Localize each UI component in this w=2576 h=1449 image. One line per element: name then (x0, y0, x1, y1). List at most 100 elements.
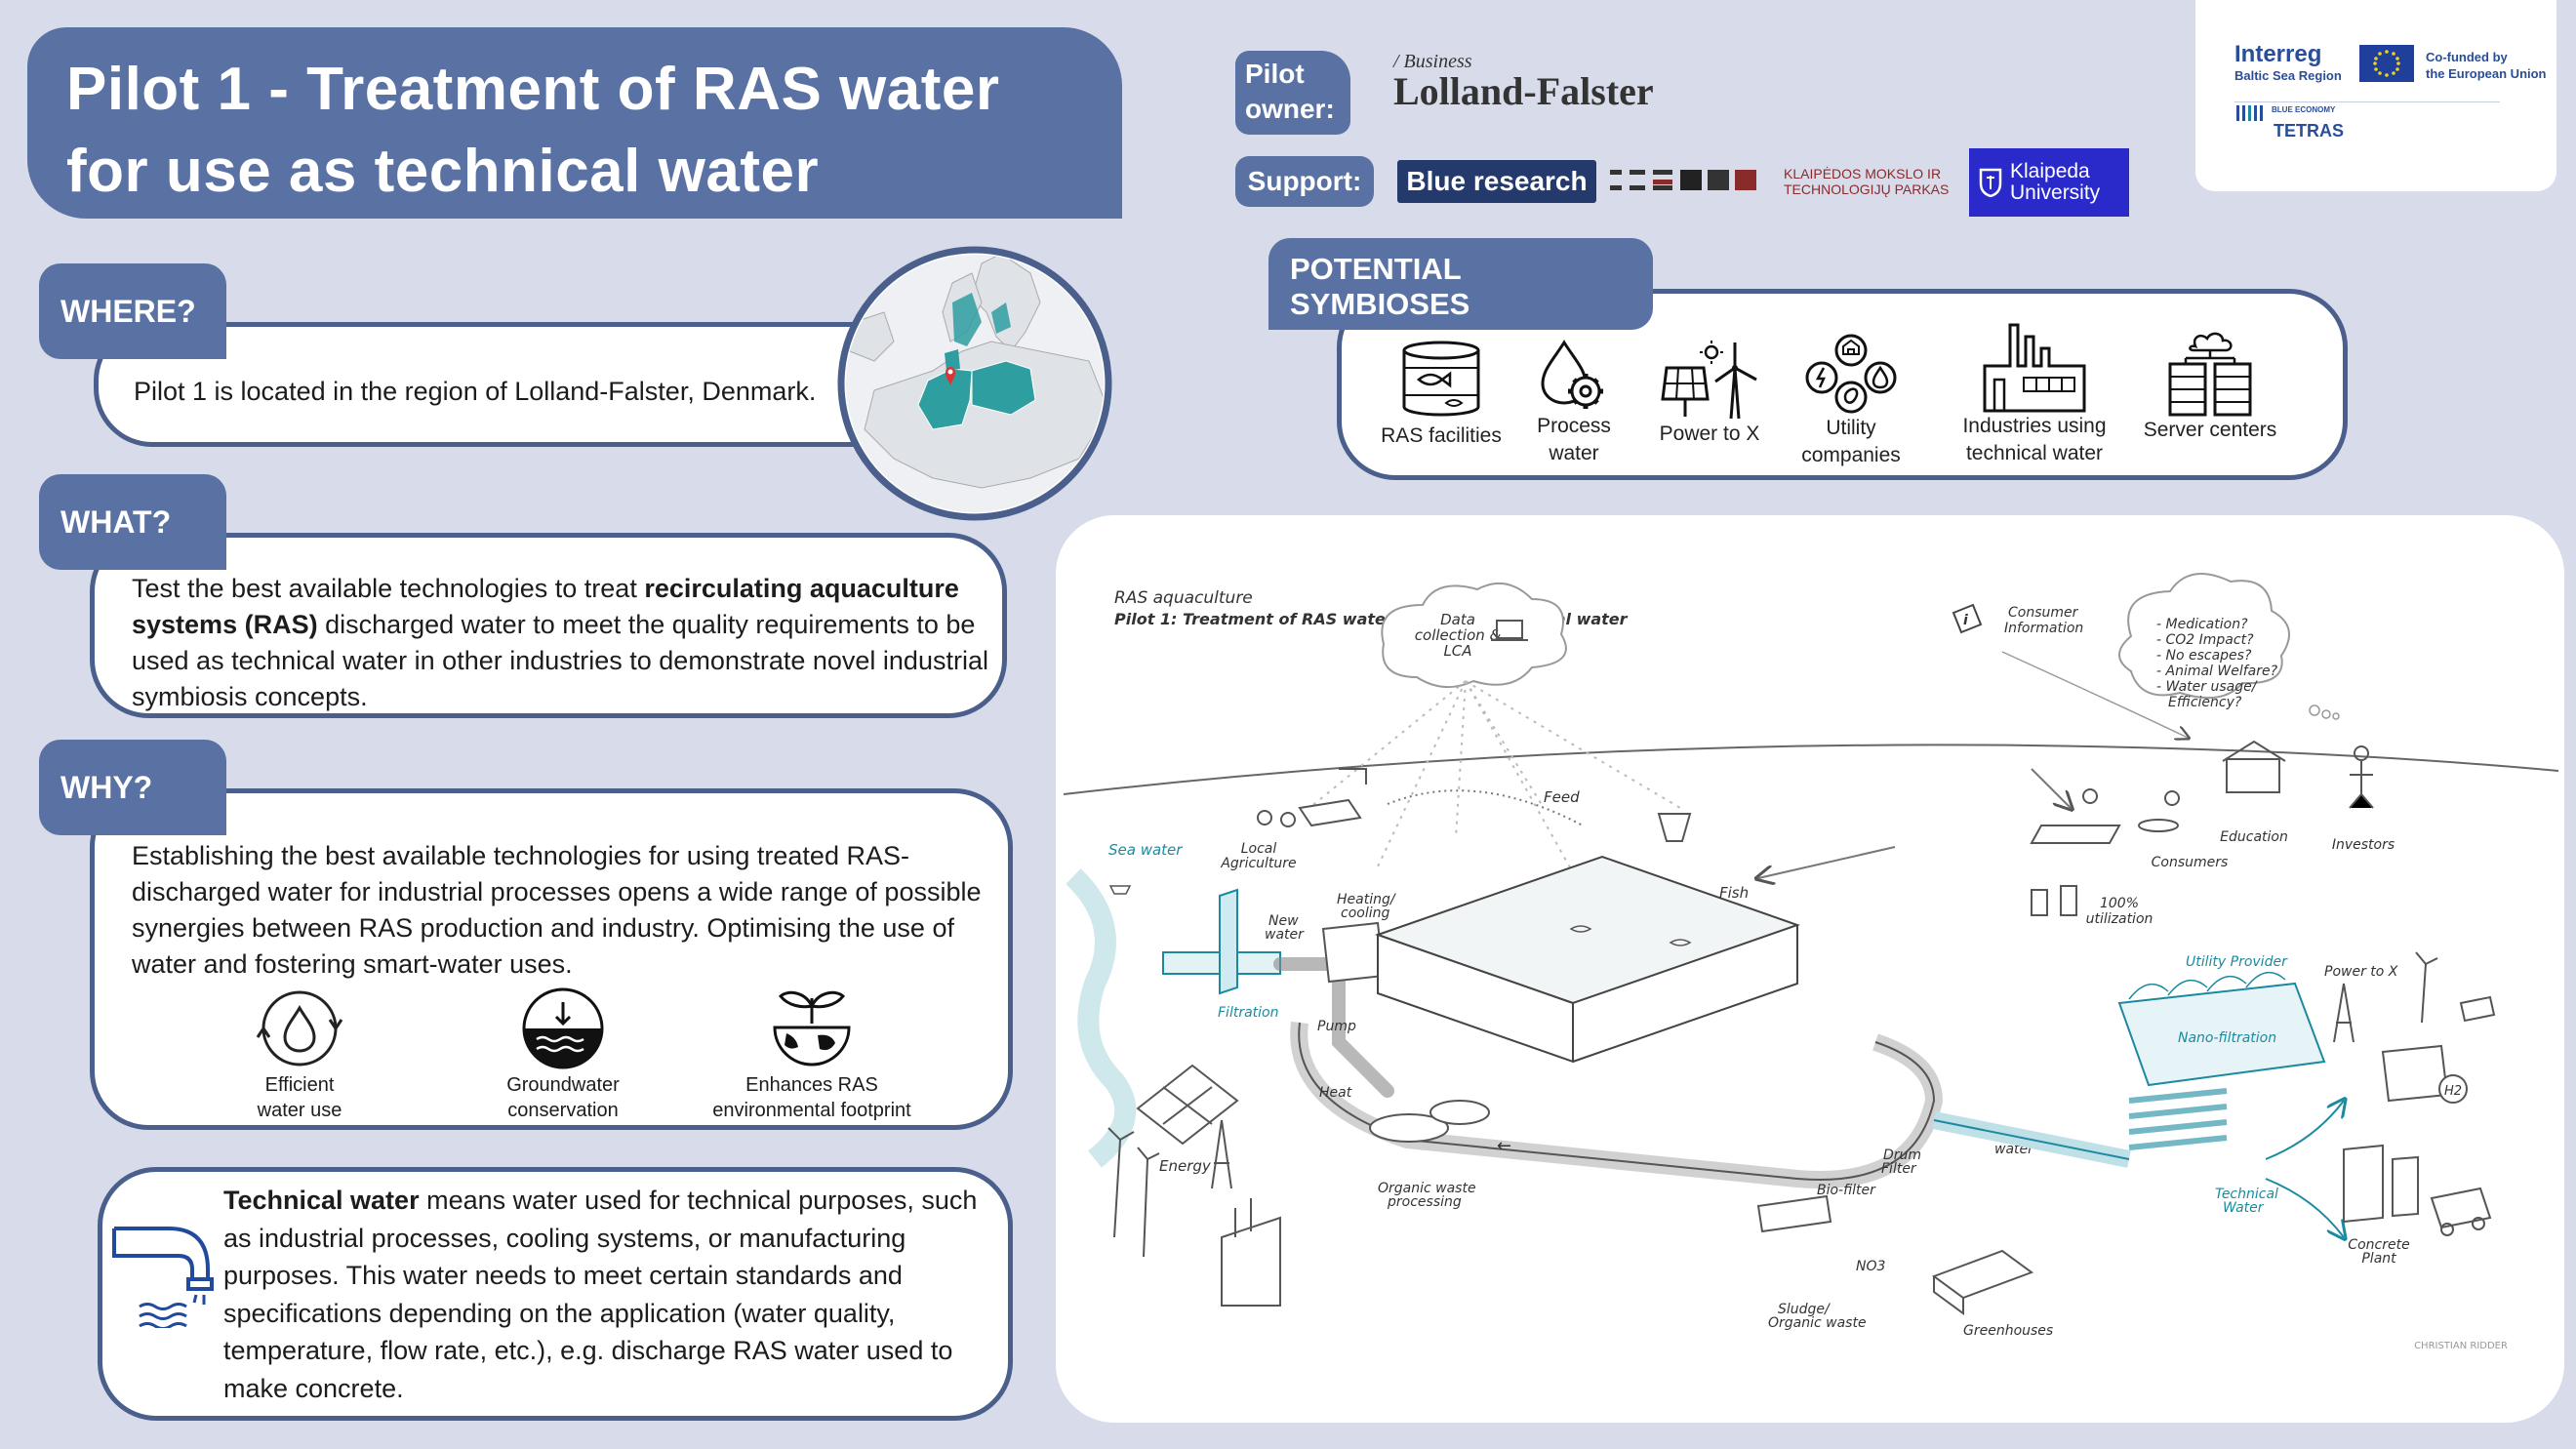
label-new-1: New (1268, 913, 1299, 929)
klaipeda-line1: Klaipeda (2010, 160, 2090, 182)
label-consumers: Consumers (2152, 855, 2229, 870)
kmtp-line1: KLAIPĖDOS MOKSLO IR (1784, 166, 1942, 181)
symbiosis-label-ptx: Power to X (1659, 423, 1760, 445)
cofund-line1: Co-funded by (2426, 50, 2508, 64)
owner-label-line2: owner: (1245, 94, 1335, 124)
solar-panel-icon (1136, 1064, 1239, 1146)
tetras-mark-icon (2236, 105, 2263, 121)
klaipeda-university-logo: Klaipeda University (1969, 148, 2129, 217)
support-label: Support: (1235, 156, 1374, 207)
symbiosis-process-water: Process water (1515, 339, 1632, 467)
why-item-efficient: Efficient water use (212, 985, 387, 1123)
label-fish: Fish (1719, 884, 1749, 902)
why-text: Establishing the best available technolo… (132, 841, 982, 979)
what-card: Test the best available technologies to … (90, 533, 1007, 718)
pilot-owner-label: Pilot owner: (1235, 51, 1350, 135)
label-heat-2: cooling (1341, 906, 1389, 921)
q-efficiency: Efficiency? (2168, 695, 2242, 710)
artist-signature: CHRISTIAN RIDDER (2414, 1341, 2508, 1351)
what-text-pre: Test the best available technologies to … (132, 574, 645, 603)
symbiosis-label-industries-2: technical water (1965, 442, 2104, 464)
label-tech-1: Technical (2215, 1187, 2278, 1202)
symbioses-heading: POTENTIAL SYMBIOSES (1268, 238, 1653, 330)
why-icon-label-2a: Groundwater (506, 1074, 620, 1096)
label-new-2: water (1265, 927, 1305, 943)
divider (2234, 101, 2500, 102)
why-icon-label-2b: conservation (507, 1100, 619, 1121)
label-filtration: Filtration (1218, 1005, 1278, 1021)
why-icon-label-1b: water use (257, 1100, 342, 1121)
eu-cofund-label: Co-funded by the European Union (2426, 49, 2547, 82)
q-co2: - CO2 Impact? (2156, 632, 2254, 648)
label-bio: Bio-filter (1817, 1183, 1876, 1198)
ras-illustration: RAS aquaculture Pilot 1: Treatment of RA… (1056, 515, 2564, 1423)
label-ptx: Power to X (2324, 964, 2398, 980)
why-item-groundwater: Groundwater conservation (465, 985, 661, 1123)
ras-tank-icon (1402, 341, 1480, 417)
business-label: / Business (1393, 51, 1472, 72)
ptx-plant-icon (2381, 1044, 2449, 1103)
label-heat: Heat (1319, 1085, 1352, 1101)
q-welfare: - Animal Welfare? (2156, 664, 2278, 679)
label-no3: NO3 (1856, 1259, 1885, 1274)
process-water-icon (1541, 340, 1603, 409)
symbiosis-utility: Utility companies (1783, 333, 1919, 469)
dashes-logo-icon (1610, 170, 1756, 190)
farm-icon (1298, 768, 1367, 827)
label-data: Data (1440, 611, 1475, 628)
label-nano: Nano-filtration (2178, 1030, 2276, 1046)
label-organic-2: processing (1387, 1194, 1462, 1210)
earth-sprout-icon (773, 990, 851, 1067)
q-escapes: - No escapes? (2156, 648, 2252, 664)
label-investors: Investors (2332, 837, 2395, 853)
symbiosis-label-servers: Server centers (2143, 419, 2277, 441)
concrete-plant-icon (2343, 1144, 2419, 1224)
label-tech-2: Water (2223, 1200, 2265, 1216)
kmtp-logo: KLAIPĖDOS MOKSLO IR TECHNOLOGIJŲ PARKAS (1784, 166, 1949, 197)
why-card: Establishing the best available technolo… (90, 788, 1013, 1130)
shield-icon (1979, 168, 2002, 197)
symbiosis-ras: RAS facilities (1363, 339, 1519, 450)
symbiosis-label-ras: RAS facilities (1381, 424, 1502, 447)
label-util-1: 100% (2100, 896, 2139, 911)
symbiosis-label-process-2: water (1549, 442, 1599, 464)
ras-system-sketch: RAS aquaculture Pilot 1: Treatment of RA… (1063, 573, 2559, 1351)
tetras-logo: TETRAS (2274, 121, 2344, 141)
label-sludge-2: Organic waste (1768, 1315, 1867, 1331)
label-utility: Utility Provider (2186, 954, 2288, 970)
symbiosis-label-industries-1: Industries using (1962, 415, 2107, 437)
illus-heading-1: RAS aquaculture (1114, 588, 1253, 608)
why-icon-label-3b: environmental footprint (712, 1100, 911, 1121)
why-icon-label-3a: Enhances RAS (745, 1074, 878, 1096)
symbiosis-power-to-x: Power to X (1646, 339, 1773, 448)
europe-map-icon (837, 246, 1112, 521)
groundwater-icon (522, 987, 604, 1069)
funding-logos: Interreg Baltic Sea Region Co-funded by … (2195, 0, 2556, 191)
cofund-line2: the European Union (2426, 66, 2547, 81)
region-label: Baltic Sea Region (2234, 68, 2342, 83)
label-consumer-2: Information (2004, 621, 2083, 636)
kmtp-line2: TECHNOLOGIJŲ PARKAS (1784, 181, 1950, 197)
utility-icon (1805, 334, 1897, 414)
owner-label-line1: Pilot (1245, 59, 1305, 89)
label-greenhouses: Greenhouses (1963, 1323, 2053, 1339)
why-heading: WHY? (39, 740, 226, 835)
klaipeda-line2: University (2010, 181, 2101, 204)
label-energy: Energy (1159, 1157, 1212, 1175)
technical-water-card: Technical water means water used for tec… (98, 1167, 1013, 1421)
server-icon (2168, 332, 2252, 417)
factory-icon (1983, 323, 2086, 413)
page-title-box: Pilot 1 - Treatment of RAS water for use… (27, 27, 1122, 219)
wind-turbine-icon (1107, 1127, 1135, 1238)
label-collection: collection & (1415, 626, 1502, 644)
where-heading: WHERE? (39, 263, 226, 359)
label-feed: Feed (1544, 788, 1580, 806)
label-consumer-1: Consumer (2008, 605, 2079, 621)
page-title: Pilot 1 - Treatment of RAS water for use… (66, 56, 1000, 205)
eu-flag-icon (2359, 45, 2414, 82)
faucet-icon (112, 1227, 214, 1328)
label-h2: H2 (2444, 1084, 2462, 1099)
q-medication: - Medication? (2156, 617, 2248, 632)
lolland-falster-logo: Lolland-Falster (1393, 69, 1654, 113)
consumer-icon (2164, 790, 2180, 806)
